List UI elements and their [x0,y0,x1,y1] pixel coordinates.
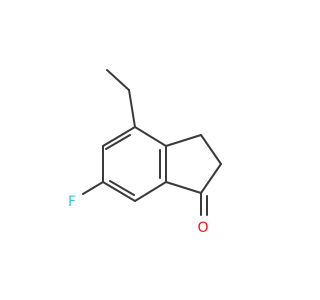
bond-c3a-c4 [134,126,167,147]
fluorine-atom-label: F [68,194,76,210]
bond-c4-c5 [102,126,136,147]
bond-c1-c7a [165,181,202,194]
oxygen-atom-label: O [197,220,208,236]
bond-c6-c7 [102,181,136,202]
bond-group [82,69,222,216]
structure-canvas: F O [67,69,222,236]
bond-ethyl-ch3-ch2 [106,69,130,91]
bond-c2-c1 [200,163,222,194]
bond-ethyl-ch2-ring [128,89,136,128]
bond-c7-c7a [134,181,167,202]
bond-c6-c7-inner [109,180,135,196]
bond-c4-c5-inner [105,134,131,150]
bond-c3-c2 [200,134,222,165]
bond-c6-f [82,181,104,195]
molecule-diagram: F O [68,69,222,236]
bond-c3a-c3 [165,134,202,147]
